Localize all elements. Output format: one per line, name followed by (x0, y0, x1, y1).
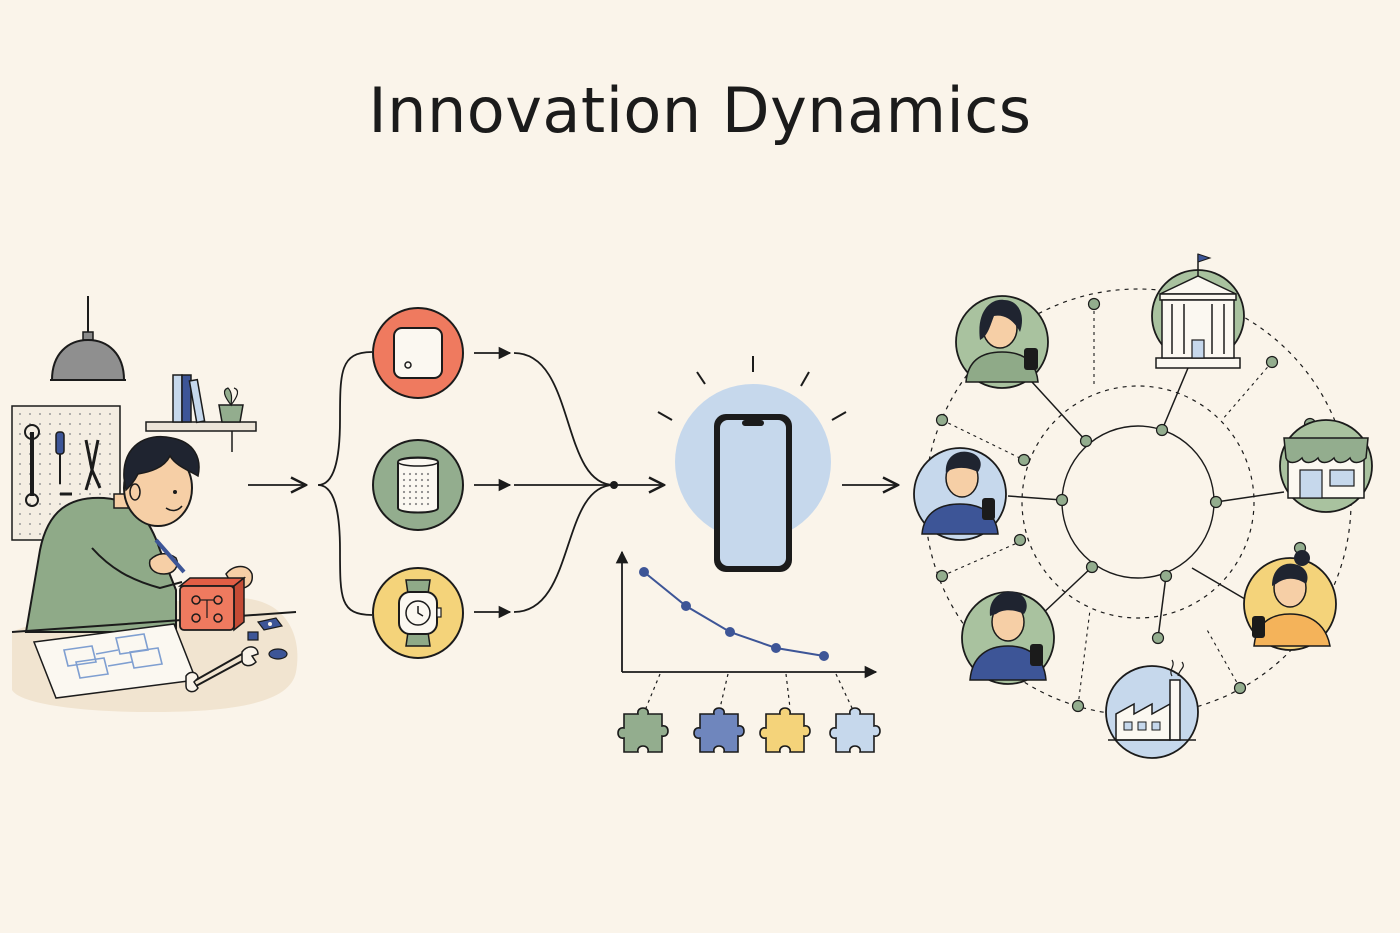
wrench-icon (185, 646, 259, 693)
ecosystem-network (913, 253, 1373, 759)
network-node (1087, 297, 1101, 311)
network-node (1265, 355, 1279, 369)
variant-smartwatch (372, 567, 464, 659)
bookshelf-icon (145, 374, 257, 452)
smart-speaker-icon (397, 456, 439, 514)
variant-smart-speaker (372, 439, 464, 531)
convergence-point (610, 481, 618, 489)
desk-edge (11, 611, 297, 633)
dominant-design (615, 356, 881, 753)
dashed-links (941, 304, 1273, 707)
network-node (1085, 560, 1099, 574)
puzzle-piece-lightblue (829, 707, 881, 753)
branch-brace (317, 351, 373, 616)
network-node (1079, 434, 1093, 448)
solid-spokes (1007, 367, 1285, 639)
smartphone-icon (714, 414, 792, 572)
middle-ring (1021, 385, 1255, 619)
flow-connectors (248, 346, 898, 619)
store-icon (1283, 437, 1369, 499)
puzzle-pieces-icon (617, 707, 881, 753)
puzzle-piece-yellow (759, 707, 811, 753)
network-node (1071, 699, 1085, 713)
person-icon (24, 436, 253, 633)
converge-bottom (513, 484, 615, 613)
smartwatch-icon (398, 579, 442, 647)
network-nodes (935, 297, 1317, 713)
user-icon (969, 591, 1047, 681)
network-node (935, 569, 949, 583)
network-node (935, 413, 949, 427)
prototype-cube-icon (177, 576, 247, 632)
variant-smart-hub (372, 307, 464, 399)
glow-rays (657, 356, 847, 421)
diagram-title: Innovation Dynamics (368, 74, 1032, 147)
curve-dashes (645, 673, 853, 709)
user-woman-top (955, 295, 1049, 389)
smart-hub-icon (393, 327, 443, 379)
curve-point (771, 643, 781, 653)
user-man-bottom (961, 591, 1055, 685)
user-icon (921, 451, 999, 535)
curve-point (725, 627, 735, 637)
factory (1105, 659, 1199, 759)
blueprint-icon (32, 623, 198, 699)
government-building (1151, 253, 1245, 369)
puzzle-piece-blue (693, 707, 745, 753)
government-building-icon (1155, 253, 1241, 369)
curve-point (681, 601, 691, 611)
network-node (1233, 681, 1247, 695)
network-node (1055, 493, 1069, 507)
curve-point (639, 567, 649, 577)
cost-curve-icon (615, 550, 878, 679)
network-node (1209, 495, 1223, 509)
factory-icon (1108, 659, 1196, 741)
puzzle-piece-green (617, 707, 669, 753)
retail-store (1279, 419, 1373, 513)
network-node (1155, 423, 1169, 437)
user-woman-right (1243, 550, 1337, 651)
network-node (1013, 533, 1027, 547)
pendant-lamp-icon (50, 296, 126, 381)
network-node (1017, 453, 1031, 467)
user-man-left (913, 447, 1007, 541)
network-node (1159, 569, 1173, 583)
user-icon (965, 299, 1039, 383)
small-parts-icon (247, 617, 288, 660)
inner-ring (1061, 425, 1215, 579)
curve-point (819, 651, 829, 661)
inventor-workshop (11, 296, 298, 712)
network-node (1151, 631, 1165, 645)
user-icon (1252, 550, 1331, 647)
converge-top (513, 352, 615, 486)
